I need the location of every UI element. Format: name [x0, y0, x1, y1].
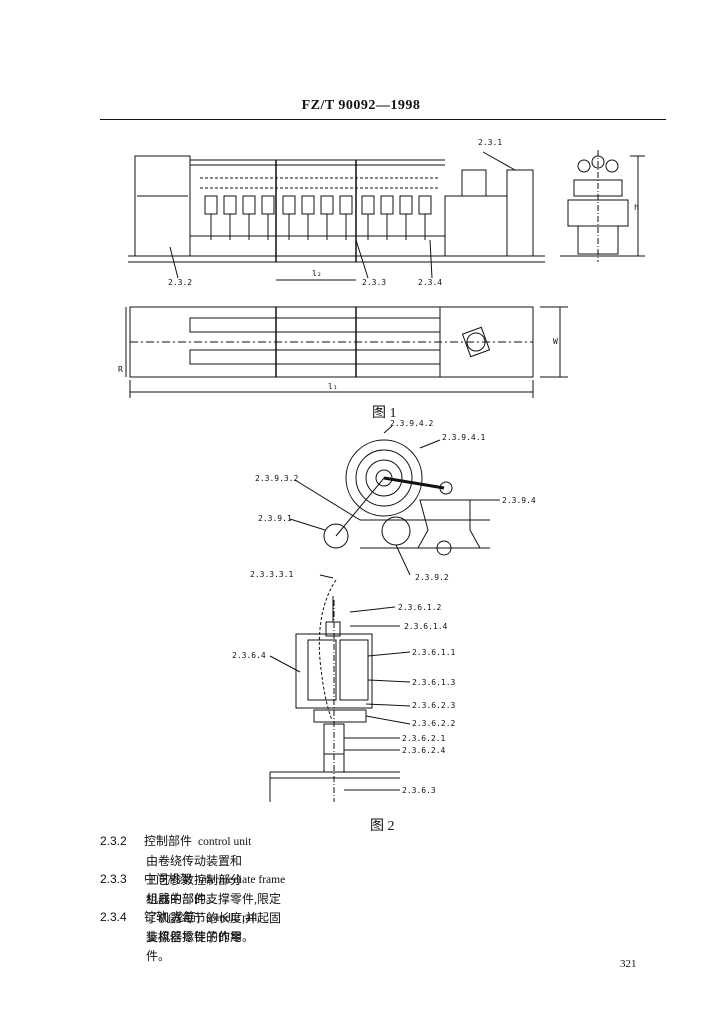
dim-r: R — [118, 365, 123, 374]
label-2-3-9-3-2: 2.3.9.3.2 — [255, 474, 299, 483]
definition-number: 2.3.3 — [100, 872, 127, 886]
label-2-3-6-4: 2.3.6.4 — [232, 651, 266, 660]
definition-text: 机器中部的支撑零件,限定了机器每节的长度,并起固装机器零件的作用。 — [146, 892, 282, 944]
label-2-3-6-1-4: 2.3.6.1.4 — [404, 622, 448, 631]
dim-l2: l₂ — [312, 269, 322, 278]
label-2-3-6-1-3: 2.3.6.1.3 — [412, 678, 456, 687]
label-2-3-6-2-2: 2.3.6.2.2 — [412, 719, 456, 728]
figure1-elevation — [128, 150, 645, 281]
label-2-3-9-1: 2.3.9.1 — [258, 514, 292, 523]
dim-w: W — [553, 337, 558, 346]
figure2-drawing — [269, 425, 500, 802]
dim-h: h — [634, 203, 639, 212]
definition-2-3-3: 2.3.3 中间机架 intermediate frame 机器中部的支撑零件,限… — [100, 870, 286, 944]
label-2-3-9-4-2: 2.3.9.4.2 — [390, 419, 434, 428]
label-2-3-6-1-1: 2.3.6.1.1 — [412, 648, 456, 657]
definition-term-en: control unit — [198, 836, 252, 848]
label-2-3-1: 2.3.1 — [478, 138, 502, 147]
definition-text: 支撑倍捻锭子的零件。 — [146, 930, 243, 963]
definition-number: 2.3.2 — [100, 834, 127, 848]
figure1-caption: 图 1 — [372, 406, 397, 421]
label-2-3-6-2-3: 2.3.6.2.3 — [412, 701, 456, 710]
page-number: 321 — [620, 958, 637, 970]
label-2-3-6-1-2: 2.3.6.1.2 — [398, 603, 442, 612]
label-2-3-2: 2.3.2 — [168, 278, 192, 287]
definition-term-en: intermediate frame — [198, 874, 286, 886]
definition-term: 锭轨(龙筋) — [144, 910, 200, 924]
label-2-3-3-3-1: 2.3.3.3.1 — [250, 570, 294, 579]
label-2-3-6-3: 2.3.6.3 — [402, 786, 436, 795]
standard-header: FZ/T 90092—1998 — [301, 98, 421, 113]
figure1-plan — [125, 306, 568, 398]
definition-text: 由卷绕传动装置和工艺参数控制部分组成的部件。 — [146, 854, 243, 906]
end-view — [560, 150, 645, 262]
definition-2-3-4: 2.3.4 锭轨(龙筋) spindle rail 支撑倍捻锭子的零件。 — [100, 908, 258, 963]
figure2-caption: 图 2 — [370, 819, 395, 834]
definition-term: 控制部件 — [144, 834, 193, 848]
label-2-3-9-2: 2.3.9.2 — [415, 573, 449, 582]
label-2-3-4: 2.3.4 — [418, 278, 442, 287]
definition-2-3-2: 2.3.2 控制部件 control unit 由卷绕传动装置和工艺参数控制部分组… — [100, 832, 252, 906]
definition-term-en: spindle rail — [206, 912, 258, 924]
dim-l1: l₁ — [328, 382, 338, 391]
label-2-3-9-4-1: 2.3.9.4.1 — [442, 433, 486, 442]
label-2-3-3: 2.3.3 — [362, 278, 386, 287]
label-2-3-9-4: 2.3.9.4 — [502, 496, 536, 505]
header-rule — [100, 119, 666, 120]
definition-term: 中间机架 — [144, 872, 193, 886]
label-2-3-6-2-4: 2.3.6.2.4 — [402, 746, 446, 755]
label-2-3-6-2-1: 2.3.6.2.1 — [402, 734, 446, 743]
definition-number: 2.3.4 — [100, 910, 127, 924]
